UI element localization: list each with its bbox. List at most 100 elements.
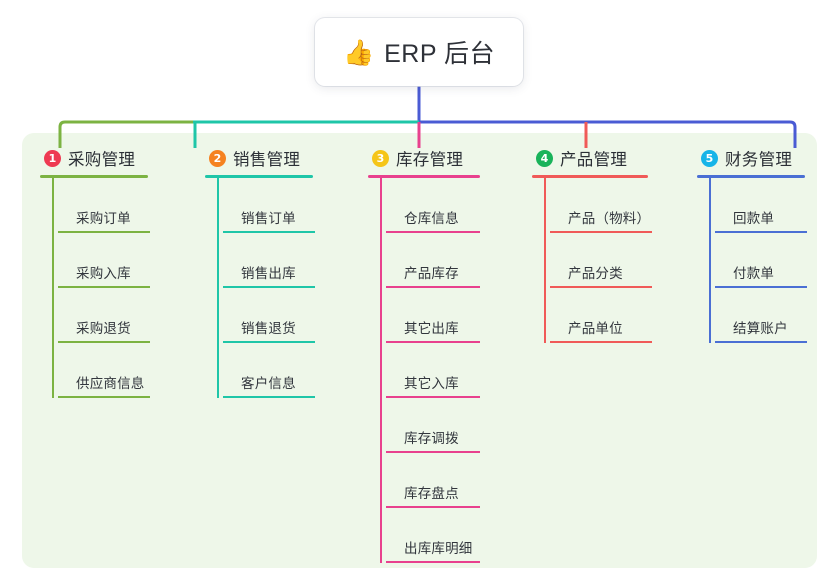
branch-item-label: 供应商信息 (76, 376, 145, 392)
branch-item-label: 库存盘点 (404, 486, 459, 502)
branch-item[interactable]: 回款单 (715, 178, 807, 233)
branch-header-1[interactable]: 1 采购管理 (40, 146, 150, 170)
branch-spine (380, 178, 382, 563)
branch-item-underline (223, 396, 315, 398)
branch-number-badge: 1 (44, 149, 61, 167)
branch-item-label: 采购入库 (76, 266, 131, 282)
root-node[interactable]: 👍 ERP 后台 (315, 18, 523, 86)
branch-spine (52, 178, 54, 398)
branch-item-label: 出库库明细 (404, 541, 473, 557)
branch-item-underline (550, 231, 652, 233)
branch-item-label: 产品库存 (404, 266, 459, 282)
branch-item[interactable]: 销售订单 (223, 178, 315, 233)
branch-item-label: 库存调拨 (404, 431, 459, 447)
branch-item[interactable]: 仓库信息 (386, 178, 480, 233)
branch-item-underline (715, 231, 807, 233)
branch-item-label: 产品分类 (568, 266, 623, 282)
branch-item-underline (386, 396, 480, 398)
branch-item[interactable]: 产品库存 (386, 233, 480, 288)
branch-item-underline (715, 286, 807, 288)
branch-underline (697, 175, 805, 178)
branch-item-list: 仓库信息产品库存其它出库其它入库库存调拨库存盘点出库库明细 (368, 178, 480, 563)
branch-item-list: 采购订单采购入库采购退货供应商信息 (40, 178, 150, 398)
branch-item-underline (386, 506, 480, 508)
branch-title: 库存管理 (396, 151, 464, 169)
branch-item[interactable]: 销售退货 (223, 288, 315, 343)
branch-underline (368, 175, 480, 178)
branch-item-underline (386, 231, 480, 233)
branch-title: 财务管理 (725, 151, 793, 169)
branch-item-list: 销售订单销售出库销售退货客户信息 (205, 178, 315, 398)
branch-title: 销售管理 (233, 151, 301, 169)
branch-header-3[interactable]: 3 库存管理 (368, 146, 480, 170)
branch-column-3: 3 库存管理仓库信息产品库存其它出库其它入库库存调拨库存盘点出库库明细 (368, 146, 480, 563)
diagram-panel (22, 133, 817, 568)
branch-number-badge: 4 (536, 149, 553, 167)
branch-item-label: 产品单位 (568, 321, 623, 337)
branch-title: 产品管理 (560, 151, 628, 169)
branch-spine (544, 178, 546, 343)
branch-item-label: 回款单 (733, 211, 775, 227)
branch-underline (205, 175, 313, 178)
root-node-title: ERP 后台 (384, 40, 496, 68)
branch-item-underline (58, 341, 150, 343)
branch-item-label: 销售出库 (241, 266, 296, 282)
branch-item[interactable]: 销售出库 (223, 233, 315, 288)
root-node-content: 👍 ERP 后台 (343, 34, 495, 70)
branch-item[interactable]: 采购退货 (58, 288, 150, 343)
branch-underline (40, 175, 148, 178)
branch-item-underline (58, 396, 150, 398)
branch-item-label: 采购订单 (76, 211, 131, 227)
branch-item-label: 结算账户 (733, 321, 788, 337)
branch-item-label: 销售订单 (241, 211, 296, 227)
branch-item[interactable]: 付款单 (715, 233, 807, 288)
branch-item-underline (386, 561, 480, 563)
branch-item-underline (550, 286, 652, 288)
branch-item[interactable]: 产品分类 (550, 233, 652, 288)
branch-column-1: 1 采购管理采购订单采购入库采购退货供应商信息 (40, 146, 150, 398)
branch-spine (217, 178, 219, 398)
branch-header-5[interactable]: 5 财务管理 (697, 146, 807, 170)
branch-number-badge: 5 (701, 149, 718, 167)
branch-item-underline (58, 286, 150, 288)
branch-item[interactable]: 产品（物料） (550, 178, 652, 233)
branch-item-underline (386, 341, 480, 343)
branch-item[interactable]: 采购入库 (58, 233, 150, 288)
branch-underline (532, 175, 648, 178)
branch-item-underline (223, 231, 315, 233)
branch-item-underline (223, 286, 315, 288)
branch-header-4[interactable]: 4 产品管理 (532, 146, 652, 170)
branch-item-underline (58, 231, 150, 233)
branch-item[interactable]: 产品单位 (550, 288, 652, 343)
branch-spine (709, 178, 711, 343)
branch-item[interactable]: 采购订单 (58, 178, 150, 233)
branch-item-label: 其它出库 (404, 321, 459, 337)
branch-item-underline (386, 286, 480, 288)
branch-item-underline (223, 341, 315, 343)
branch-item-label: 产品（物料） (568, 211, 651, 227)
branch-item-label: 其它入库 (404, 376, 459, 392)
branch-item[interactable]: 出库库明细 (386, 508, 480, 563)
branch-item-label: 付款单 (733, 266, 775, 282)
branch-title: 采购管理 (68, 151, 136, 169)
branch-item[interactable]: 库存盘点 (386, 453, 480, 508)
branch-item[interactable]: 结算账户 (715, 288, 807, 343)
branch-column-5: 5 财务管理回款单付款单结算账户 (697, 146, 807, 343)
branch-item-underline (386, 451, 480, 453)
branch-item-list: 产品（物料） 产品分类产品单位 (532, 178, 652, 343)
branch-item-underline (550, 341, 652, 343)
branch-item-label: 仓库信息 (404, 211, 459, 227)
branch-item[interactable]: 供应商信息 (58, 343, 150, 398)
branch-item[interactable]: 其它入库 (386, 343, 480, 398)
branch-item[interactable]: 客户信息 (223, 343, 315, 398)
branch-item-label: 客户信息 (241, 376, 296, 392)
branch-item-label: 销售退货 (241, 321, 296, 337)
branch-item[interactable]: 其它出库 (386, 288, 480, 343)
branch-item[interactable]: 库存调拨 (386, 398, 480, 453)
branch-number-badge: 3 (372, 149, 389, 167)
branch-item-label: 采购退货 (76, 321, 131, 337)
branch-item-underline (715, 341, 807, 343)
